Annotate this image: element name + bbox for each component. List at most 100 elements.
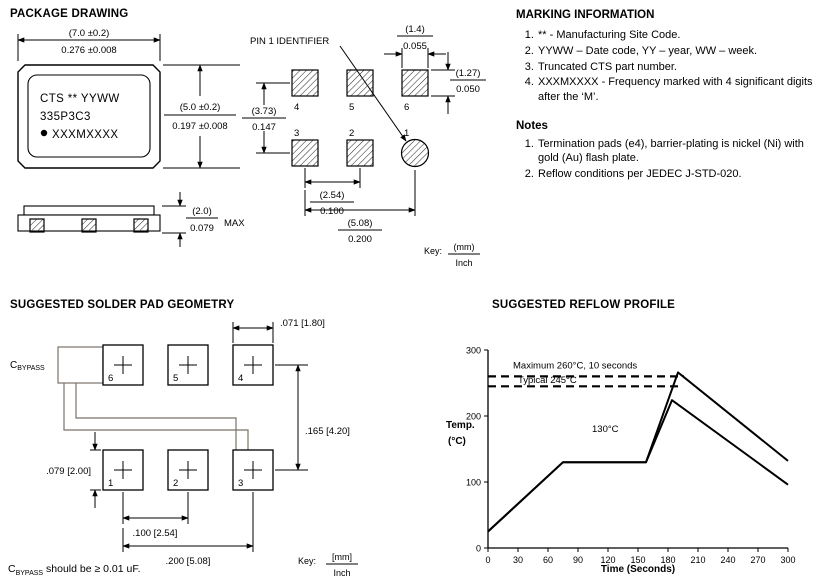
solder-key-label: Key: [298, 556, 316, 566]
solder-key-inch: Inch [333, 568, 350, 578]
bypass-trace [57, 346, 249, 450]
chip-marking-line-1: CTS ** YYWW [40, 93, 120, 105]
x-tick-label: 270 [750, 555, 765, 565]
notes-title: Notes [516, 120, 548, 133]
dim-package-width-in: 0.276 ±0.008 [61, 45, 116, 56]
pad-number-4: 4 [294, 102, 299, 113]
dim-solder-span-label: .200 [5.08] [166, 556, 211, 567]
marking-item: ** - Manufacturing Site Code. [537, 28, 814, 43]
solder-pad-1 [102, 449, 144, 491]
dim-row-pitch: (3.73) 0.147 [242, 82, 290, 154]
chart-annotation: Typical 245°C [518, 375, 577, 386]
dim-thickness-note: MAX [224, 218, 245, 229]
dim-package-height-mm: (5.0 ±0.2) [180, 102, 221, 113]
pad-6 [401, 69, 429, 97]
side-pad [29, 218, 45, 233]
y-tick-label: 300 [466, 346, 481, 356]
reflow-curve-typical [487, 399, 789, 533]
x-tick-label: 240 [720, 555, 735, 565]
dim-solder-span: .200 [5.08] [122, 492, 254, 567]
x-axis-label: Time (Seconds) [601, 564, 675, 575]
dim-row-pitch-mm: (3.73) [252, 106, 277, 117]
dim-span-in: 0.200 [348, 234, 372, 245]
dim-span: (5.08) 0.200 [304, 170, 416, 245]
dim-solder-pad-width-label: .071 [1.80] [280, 318, 325, 329]
dim-pad-width-mm: (1.4) [405, 24, 425, 35]
section-title-reflow-profile: SUGGESTED REFLOW PROFILE [492, 299, 676, 311]
solder-pads: 6 5 4 1 2 3 [102, 344, 274, 491]
dim-thickness-in: 0.079 [190, 223, 214, 234]
x-tick-label: 0 [485, 555, 490, 565]
dim-col-pitch-in: 0.100 [320, 206, 344, 217]
notes-list: Termination pads (e4), barrier-plating i… [516, 137, 814, 182]
dim-thickness-mm: (2.0) [192, 206, 212, 217]
marking-item: YYWW – Date code, YY – year, WW – week. [537, 44, 814, 59]
y-tick-label: 100 [466, 478, 481, 488]
section-title-package-drawing: PACKAGE DRAWING [10, 8, 129, 20]
pad-number-3: 3 [294, 128, 299, 139]
pad-layout-view: PIN 1 IDENTIFIER 4 5 6 3 2 1 [250, 36, 430, 168]
note-item: Reflow conditions per JEDEC J-STD-020. [537, 167, 814, 182]
x-tick-label: 180 [660, 555, 675, 565]
dim-span-mm: (5.08) [348, 218, 373, 229]
dim-package-height-in: 0.197 ±0.008 [172, 121, 227, 132]
dim-solder-col-pitch: .100 [2.54] [122, 492, 189, 539]
bypass-cap-label: CBYPASS [10, 360, 45, 372]
x-tick-label: 300 [780, 555, 795, 565]
solder-pad-number-4: 4 [238, 373, 243, 384]
pad-number-6: 6 [404, 102, 409, 113]
pin1-identifier-label: PIN 1 IDENTIFIER [250, 36, 329, 47]
pad-2 [346, 139, 374, 167]
package-lid [23, 205, 155, 216]
dim-package-width: (7.0 ±0.2) 0.276 ±0.008 [17, 28, 161, 61]
solder-pad-number-1: 1 [108, 478, 113, 489]
x-tick-label: 150 [630, 555, 645, 565]
solder-units-key: Key: [mm] Inch [298, 552, 358, 578]
dim-solder-row-pitch: .165 [4.20] [275, 364, 350, 471]
dim-pad-width-in: 0.055 [403, 41, 427, 52]
y-axis-label-line2: (°C) [448, 436, 466, 447]
solder-pad-number-6: 6 [108, 373, 113, 384]
pad-number-1: 1 [404, 128, 409, 139]
key-mm: (mm) [454, 242, 475, 252]
pad-crosshairs [114, 356, 262, 479]
dim-col-pitch-mm: (2.54) [320, 190, 345, 201]
solder-key-mm: [mm] [332, 552, 352, 562]
pin1-dot [40, 129, 48, 137]
chip-marking-line-3: XXXMXXXX [52, 129, 118, 141]
dim-pad-height-in: 0.050 [456, 84, 480, 95]
marking-item: XXXMXXXX - Frequency marked with 4 signi… [537, 75, 814, 104]
solder-pad-number-2: 2 [173, 478, 178, 489]
x-tick-label: 90 [573, 555, 583, 565]
dim-solder-pad-width: .071 [1.80] [232, 318, 325, 343]
side-pad [133, 218, 149, 233]
dim-solder-pad-height: .079 [2.00] [46, 432, 101, 508]
bypass-footnote: CBYPASS should be ≥ 0.01 uF. [8, 563, 141, 578]
marking-item: Truncated CTS part number. [537, 60, 814, 75]
dim-package-thickness: (2.0) 0.079 MAX [162, 192, 245, 247]
note-item: Termination pads (e4), barrier-plating i… [537, 137, 814, 166]
chart-annotation: 130°C [592, 424, 619, 435]
pad-number-5: 5 [349, 102, 354, 113]
y-axis-label-line1: Temp. [446, 420, 475, 431]
dim-pad-width: (1.4) 0.055 [384, 24, 446, 68]
pad-1-circle [400, 138, 430, 168]
x-tick-label: 30 [513, 555, 523, 565]
x-tick-label: 210 [690, 555, 705, 565]
chart-annotation: Maximum 260°C, 10 seconds [513, 360, 637, 371]
solder-pad-number-3: 3 [238, 478, 243, 489]
marking-information-section: MARKING INFORMATION ** - Manufacturing S… [516, 8, 814, 183]
x-tick-label: 120 [600, 555, 615, 565]
pad-5 [346, 69, 374, 97]
dim-package-height: (5.0 ±0.2) 0.197 ±0.008 [163, 64, 240, 169]
pad-3 [291, 139, 319, 167]
pad-number-2: 2 [349, 128, 354, 139]
pad-4 [291, 69, 319, 97]
y-tick-label: 200 [466, 412, 481, 422]
section-title-solder-pad: SUGGESTED SOLDER PAD GEOMETRY [10, 299, 235, 311]
key-label: Key: [424, 246, 442, 256]
dim-solder-pad-height-label: .079 [2.00] [46, 466, 91, 477]
bypass-cap-land [57, 346, 104, 384]
